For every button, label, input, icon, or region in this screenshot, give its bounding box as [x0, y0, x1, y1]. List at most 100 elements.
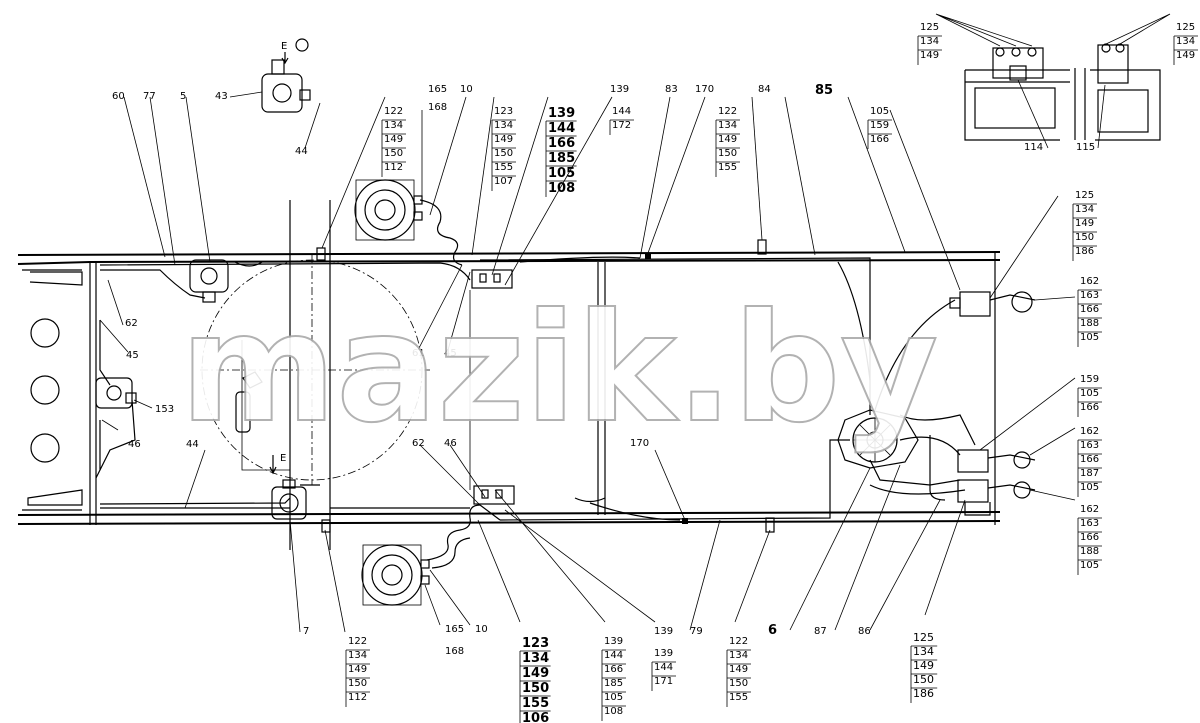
stack-item: 150 [913, 673, 934, 686]
stack-item: 168 [445, 646, 464, 657]
stack-item: 166 [1080, 304, 1099, 315]
stack-item: 163 [1080, 518, 1099, 529]
stack-item: 105 [1080, 482, 1099, 493]
stack-item: 149 [522, 666, 549, 681]
stack-item: 163 [1080, 440, 1099, 451]
stack-item: 186 [913, 687, 934, 700]
label-62b: 62 [412, 438, 425, 449]
label-83: 83 [665, 84, 678, 95]
stack-item: 144 [548, 121, 575, 136]
stack-item: 105 [548, 166, 575, 181]
marker-e-mid: E [280, 453, 286, 464]
stack-item: 112 [348, 692, 367, 703]
stack-item: 125 [913, 631, 934, 644]
stack-item: 155 [718, 162, 737, 173]
filter-unit [235, 371, 263, 433]
label-stack-s168b: 168 [445, 646, 464, 657]
stack-item: 134 [1075, 204, 1094, 215]
stack-item: 149 [913, 659, 934, 672]
inset-detail-114 [964, 47, 1070, 141]
marker-e-circle [295, 38, 309, 52]
stack-item: 125 [920, 22, 939, 33]
label-stack-s139c: 139 144 171 [651, 648, 676, 691]
stack-item: 144 [654, 662, 673, 673]
stack-item: 155 [522, 696, 549, 711]
stack-item: 168 [428, 102, 447, 113]
stack-item: 149 [348, 664, 367, 675]
stack-item: 134 [718, 120, 737, 131]
stack-item: 139 [604, 636, 623, 647]
label-60: 60 [112, 91, 125, 102]
stack-item: 105 [870, 106, 889, 117]
valve-43 [261, 59, 311, 113]
coupling-head-lower [957, 479, 1036, 516]
stack-item: 105 [1080, 332, 1099, 343]
pipe-clamps [316, 239, 775, 533]
valve-153 [95, 377, 137, 409]
stack-item: 134 [522, 651, 549, 666]
stack-item: 106 [522, 711, 549, 723]
label-61: 61 [412, 348, 425, 359]
valve-5 [189, 259, 229, 303]
label-44b: 44 [186, 439, 199, 450]
distributor-valve-6 [837, 409, 919, 469]
part-number-labels: 60 77 5 43 44 62 45 46 44 153 61 45 62 4… [112, 83, 1095, 638]
valve-7 [271, 479, 307, 520]
stack-item: 185 [604, 678, 623, 689]
stack-item: 134 [494, 120, 513, 131]
stack-item: 188 [1080, 546, 1099, 557]
stack-item: 150 [718, 148, 737, 159]
coupling-head-upper [949, 291, 1036, 317]
stack-item: 144 [612, 106, 631, 117]
stack-item: 105 [1080, 388, 1099, 399]
stack-item: 149 [1075, 218, 1094, 229]
label-79: 79 [690, 626, 703, 637]
stack-item: 171 [654, 676, 673, 687]
stack-item: 112 [384, 162, 403, 173]
coupling-head-mid [957, 449, 1036, 473]
label-10b: 10 [475, 624, 488, 635]
label-86: 86 [858, 626, 871, 637]
stack-item: 149 [494, 134, 513, 145]
stack-item: 166 [1080, 454, 1099, 465]
stack-item: 134 [384, 120, 403, 131]
stack-item: 107 [494, 176, 513, 187]
stack-item: 166 [604, 664, 623, 675]
label-170a: 170 [695, 84, 714, 95]
stack-item: 185 [548, 151, 575, 166]
stack-item: 122 [718, 106, 737, 117]
stack-item: 166 [1080, 402, 1099, 413]
label-44a: 44 [295, 146, 308, 157]
stack-item: 139 [548, 106, 575, 121]
stack-item: 149 [920, 50, 939, 61]
stack-item: 122 [729, 636, 748, 647]
stack-item: 166 [1080, 532, 1099, 543]
stack-item: 155 [494, 162, 513, 173]
label-114: 114 [1024, 142, 1043, 153]
label-170b: 170 [630, 438, 649, 449]
label-84: 84 [758, 84, 771, 95]
label-77: 77 [143, 91, 156, 102]
stack-item: 149 [384, 134, 403, 145]
leader-lines [99, 13, 1171, 633]
label-46b: 46 [444, 438, 457, 449]
watermark: mazik.by [180, 282, 938, 456]
stack-item: 162 [1080, 504, 1099, 515]
stack-item: 150 [1075, 232, 1094, 243]
connector-upper [471, 269, 513, 289]
chassis-frame [17, 200, 1001, 550]
stack-item: 187 [1080, 468, 1099, 479]
label-stack-s168a: 168 [428, 102, 447, 113]
stack-item: 139 [654, 648, 673, 659]
